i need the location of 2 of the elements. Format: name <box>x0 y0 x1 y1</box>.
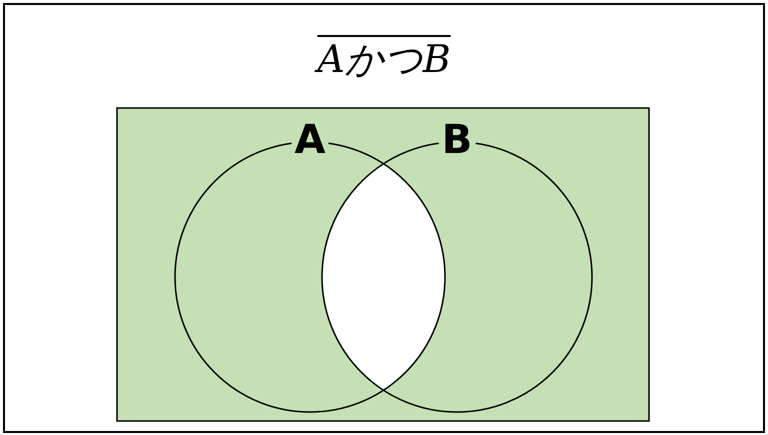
universal-set-rectangle <box>117 108 649 421</box>
title: AかつB <box>317 37 451 81</box>
